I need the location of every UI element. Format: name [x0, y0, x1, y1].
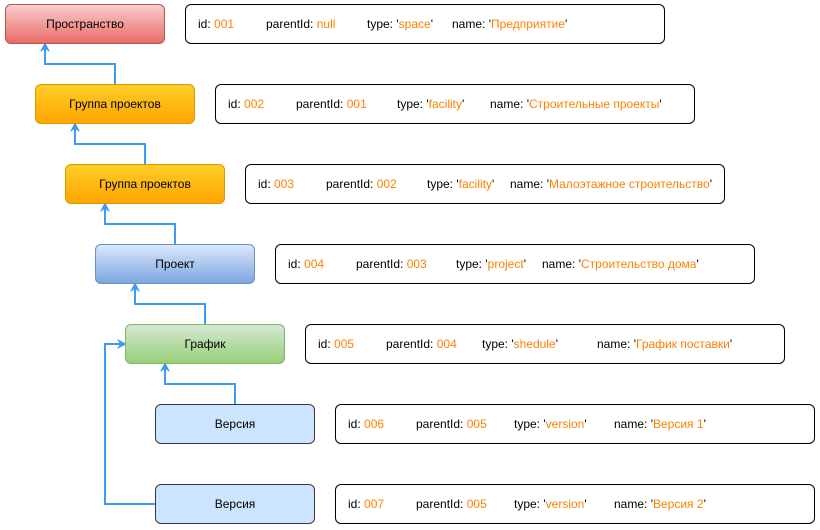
node-label: График: [184, 337, 226, 351]
type-field: type: 'version': [514, 417, 587, 431]
id-field: id: 007: [348, 497, 385, 511]
id-field: id: 004: [288, 257, 325, 271]
name-field: name: 'Малоэтажное строительство': [510, 177, 712, 191]
connector-007-to-005: [104, 339, 155, 505]
name-field: name: 'Строительство дома': [542, 257, 699, 271]
parent-id-field: parentId: 004: [386, 337, 457, 351]
node-facility-1[interactable]: Группа проектов: [35, 84, 195, 124]
type-field: type: 'facility': [427, 177, 495, 191]
info-box-001: id: 001 parentId: null type: 'space' nam…: [185, 4, 665, 44]
info-box-003: id: 003 parentId: 002 type: 'facility' n…: [245, 164, 725, 204]
id-field: id: 001: [198, 17, 235, 31]
parent-id-field: parentId: 005: [416, 497, 487, 511]
node-space[interactable]: Пространство: [5, 4, 165, 44]
info-box-004: id: 004 parentId: 003 type: 'project' na…: [275, 244, 755, 284]
connector-006-to-005: [160, 362, 236, 404]
node-label: Пространство: [46, 17, 124, 31]
type-field: type: 'version': [514, 497, 587, 511]
type-field: type: 'project': [456, 257, 526, 271]
node-label: Проект: [155, 257, 195, 271]
node-label: Версия: [214, 417, 256, 431]
type-field: type: 'space': [367, 17, 433, 31]
info-box-006: id: 006 parentId: 005 type: 'version' na…: [335, 404, 815, 444]
parent-id-field: parentId: 001: [296, 97, 367, 111]
type-field: type: 'facility': [397, 97, 465, 111]
node-schedule[interactable]: График: [125, 324, 285, 364]
id-field: id: 006: [348, 417, 385, 431]
id-field: id: 003: [258, 177, 295, 191]
node-label: Группа проектов: [99, 177, 191, 191]
connector-005-to-004: [130, 282, 206, 324]
node-version-1[interactable]: Версия: [155, 404, 315, 444]
name-field: name: 'График поставки': [597, 337, 733, 351]
id-field: id: 002: [228, 97, 265, 111]
parent-id-field: parentId: null: [266, 17, 336, 31]
connector-003-to-002: [70, 122, 146, 164]
name-field: name: 'Версия 1': [614, 417, 706, 431]
type-field: type: 'shedule': [482, 337, 558, 351]
node-label: Группа проектов: [69, 97, 161, 111]
name-field: name: 'Строительные проекты': [490, 97, 662, 111]
id-field: id: 005: [318, 337, 355, 351]
info-box-002: id: 002 parentId: 001 type: 'facility' n…: [215, 84, 695, 124]
node-project[interactable]: Проект: [95, 244, 255, 284]
node-facility-2[interactable]: Группа проектов: [65, 164, 225, 204]
name-field: name: 'Предприятие': [452, 17, 568, 31]
name-field: name: 'Версия 2': [614, 497, 706, 511]
parent-id-field: parentId: 002: [326, 177, 397, 191]
parent-id-field: parentId: 003: [356, 257, 427, 271]
info-box-007: id: 007 parentId: 005 type: 'version' na…: [335, 484, 815, 524]
connector-002-to-001: [40, 42, 116, 84]
connector-004-to-003: [100, 202, 176, 244]
node-label: Версия: [214, 497, 256, 511]
parent-id-field: parentId: 005: [416, 417, 487, 431]
info-box-005: id: 005 parentId: 004 type: 'shedule' na…: [305, 324, 785, 364]
node-version-2[interactable]: Версия: [155, 484, 315, 524]
